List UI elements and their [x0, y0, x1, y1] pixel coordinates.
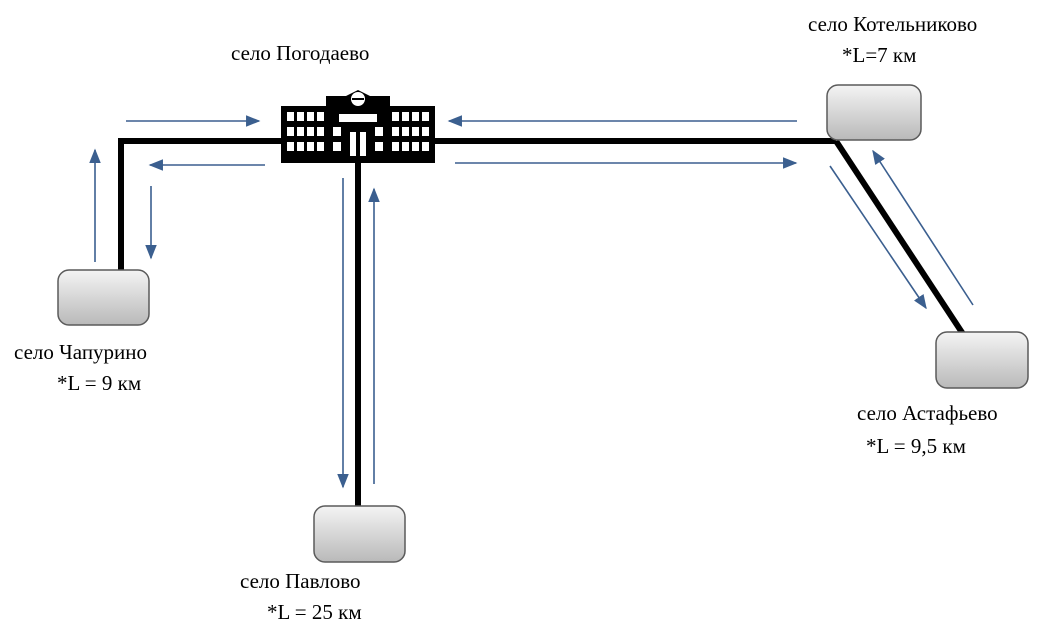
village-distance-chapurino: *L = 9 км — [57, 371, 142, 395]
school-building-icon — [281, 90, 435, 163]
road-chapurino — [118, 138, 283, 272]
arrow-down-to-astafevo — [829, 165, 927, 310]
village-distance-pavlovo: *L = 25 км — [267, 600, 362, 624]
village-box-pavlovo — [313, 505, 406, 563]
village-name-chapurino: село Чапурино — [14, 340, 148, 364]
roads — [118, 138, 966, 508]
village-box-kotelnikovo — [826, 84, 922, 141]
road-astafevo — [833, 139, 966, 336]
hub-name-label: село Погодаево — [231, 41, 370, 65]
village-name-astafevo: село Астафьево — [857, 401, 998, 425]
arrow-up-from-astafevo — [872, 149, 974, 306]
village-box-chapurino — [57, 269, 150, 326]
village-name-kotelnikovo: село Котельниково — [808, 12, 978, 36]
direction-arrows — [89, 115, 974, 489]
village-boxes — [57, 84, 1029, 563]
village-distance-kotelnikovo: *L=7 км — [842, 43, 917, 67]
village-distance-astafevo: *L = 9,5 км — [866, 434, 966, 458]
village-name-pavlovo: село Павлово — [240, 569, 361, 593]
village-box-astafevo — [935, 331, 1029, 389]
